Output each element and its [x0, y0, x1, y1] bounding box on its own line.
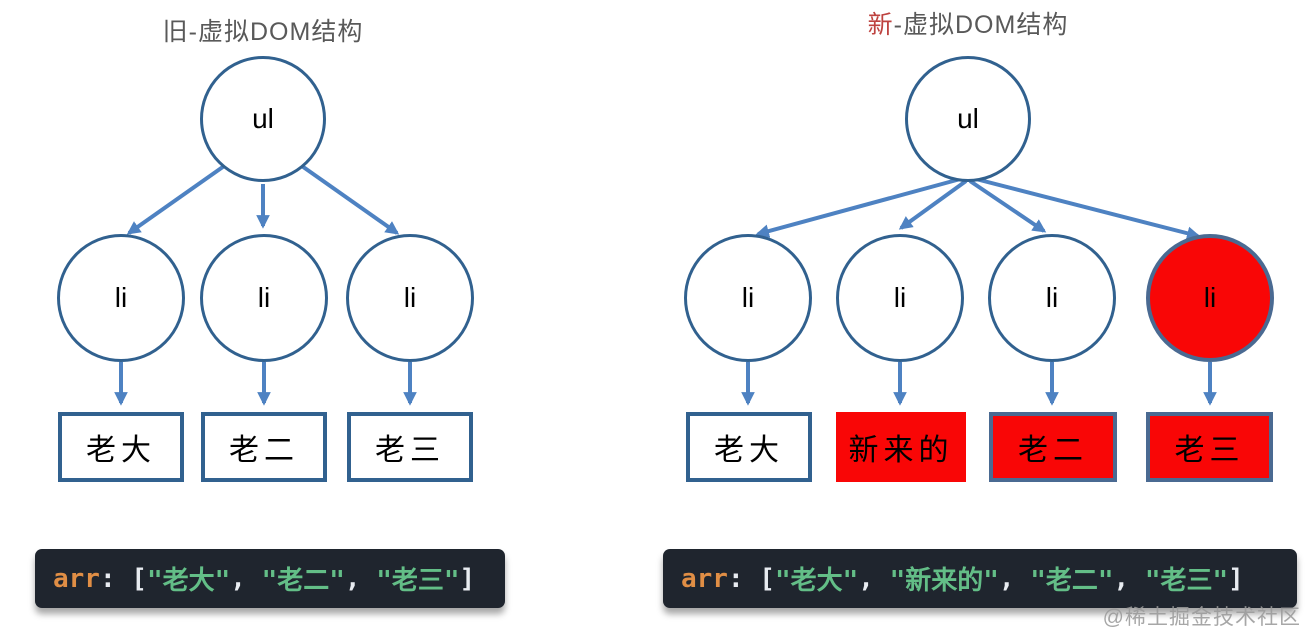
new-ul-node: ul — [905, 56, 1031, 182]
new-li-node-1: li — [684, 234, 812, 362]
code-token-punct: , — [858, 563, 890, 594]
old-ul-label: ul — [252, 103, 274, 134]
old-leaf-box-2: 老二 — [201, 412, 327, 482]
new-tree-title: 新-虚拟DOM结构 — [768, 5, 1168, 41]
code-token-punct: , — [998, 563, 1031, 594]
code-token-key: arr — [53, 563, 100, 594]
new-leaf-box-2-inserted: 新来的 — [836, 412, 966, 482]
code-token-punct: ] — [1228, 563, 1244, 594]
code-token-punct: : — [99, 563, 116, 594]
code-token-punct: ] — [459, 563, 476, 594]
old-leaf-label-2: 老二 — [229, 434, 299, 467]
old-li-label-2: li — [257, 282, 271, 313]
code-token-str: "老二" — [261, 566, 345, 596]
old-leaf-label-1: 老大 — [86, 434, 156, 467]
juejin-watermark: @稀土掘金技术社区 — [1102, 606, 1301, 629]
new-li-label-2: li — [893, 282, 907, 313]
new-leaf-box-1: 老大 — [686, 412, 812, 482]
new-leaf-box-4-changed: 老三 — [1146, 412, 1273, 482]
code-token-punct: : — [727, 563, 744, 594]
new-array-code-block: arr: ["老大", "新来的", "老二", "老三"] — [663, 549, 1297, 608]
code-token-str: "老三" — [1144, 566, 1229, 596]
new-leaf-box-3-changed: 老二 — [989, 412, 1117, 482]
old-tree-title-text: 旧-虚拟DOM结构 — [162, 18, 364, 46]
new-li-node-2: li — [836, 234, 964, 362]
old-array-code-block: arr: ["老大", "老二", "老三"] — [35, 549, 505, 608]
arrow-new-ul-li1 — [755, 176, 965, 238]
old-leaf-label-3: 老三 — [375, 434, 445, 467]
old-li-label-1: li — [114, 282, 128, 313]
new-li-label-1: li — [741, 282, 755, 313]
code-token-punct: , — [344, 563, 377, 594]
new-ul-label: ul — [957, 103, 979, 134]
new-leaf-label-1: 老大 — [714, 434, 784, 467]
new-li-node-4-changed: li — [1146, 234, 1274, 362]
code-token-punct: [ — [743, 563, 775, 594]
arrow-new-ul-li4 — [971, 176, 1201, 240]
old-li-node-3: li — [346, 234, 474, 362]
arrow-old-ul-li3 — [297, 162, 400, 235]
code-token-punct: [ — [115, 563, 147, 594]
arrow-new-ul-li3 — [968, 179, 1047, 233]
new-li-label-3: li — [1045, 282, 1059, 313]
arrow-new-ul-li2 — [898, 179, 968, 230]
code-token-punct: , — [230, 563, 262, 594]
old-li-label-3: li — [403, 282, 417, 313]
old-tree-title: 旧-虚拟DOM结构 — [63, 12, 463, 48]
code-token-str: "新来的" — [889, 566, 999, 596]
arrow-old-ul-li1 — [126, 162, 229, 235]
new-li-node-3: li — [988, 234, 1116, 362]
code-token-punct: , — [1113, 563, 1145, 594]
old-leaf-box-3: 老三 — [347, 412, 473, 482]
new-tree-arrows — [741, 176, 1217, 406]
code-token-str: "老二" — [1030, 566, 1114, 596]
code-token-key: arr — [681, 563, 728, 594]
code-token-str: "老三" — [376, 566, 460, 596]
old-tree-arrows — [114, 162, 417, 406]
old-li-node-1: li — [57, 234, 185, 362]
code-token-str: "老大" — [774, 566, 859, 596]
old-li-node-2: li — [200, 234, 328, 362]
new-leaf-label-4: 老三 — [1174, 434, 1245, 467]
new-tree-title-text: -虚拟DOM结构 — [893, 11, 1069, 39]
new-leaf-label-2: 新来的 — [848, 434, 954, 467]
new-leaf-label-3: 老二 — [1018, 434, 1088, 467]
old-leaf-box-1: 老大 — [58, 412, 184, 482]
new-tree-title-highlight: 新 — [867, 11, 894, 39]
new-li-label-4: li — [1203, 282, 1217, 313]
old-ul-node: ul — [200, 56, 326, 182]
code-token-str: "老大" — [146, 566, 231, 596]
